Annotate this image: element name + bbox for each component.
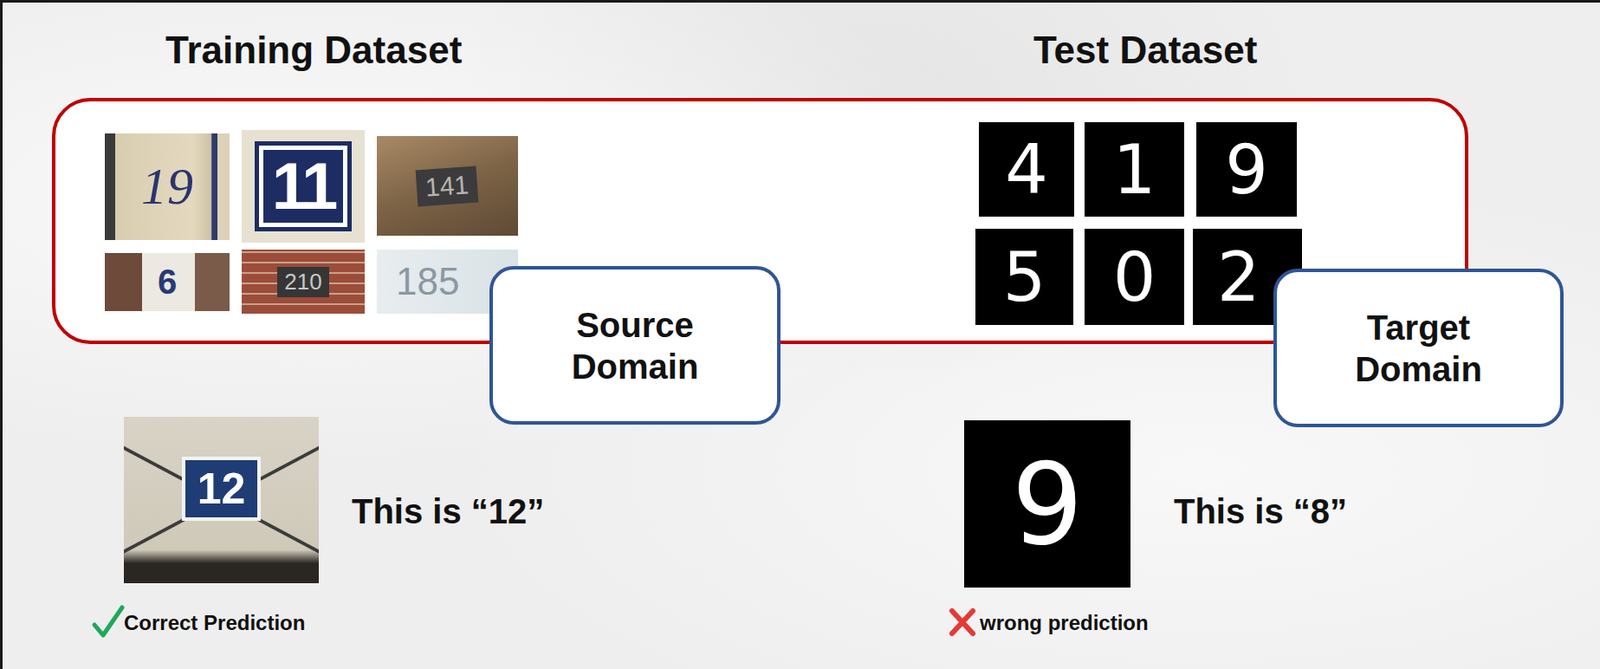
house-number-photo: 12 xyxy=(123,416,319,583)
dataset-heading: Training Dataset xyxy=(165,27,462,74)
handwritten-digit-image: 0 xyxy=(1084,228,1185,325)
house-number-text: 185 xyxy=(395,259,460,304)
house-number-text: 11 xyxy=(259,145,348,227)
handwritten-digit-image: 9 xyxy=(1196,122,1297,217)
digit-text: 1 xyxy=(1113,136,1157,204)
house-number-photo: 6 xyxy=(104,252,230,311)
domain-box: Source Domain xyxy=(489,265,781,425)
digit-text: 4 xyxy=(1004,136,1049,204)
house-number-text: 12 xyxy=(181,456,262,521)
house-number-photo: 11 xyxy=(241,129,365,243)
result-note: wrong prediction xyxy=(979,610,1149,636)
house-number-text: 6 xyxy=(157,262,177,302)
house-number-photo: 141 xyxy=(376,136,519,236)
domain-label: Source Domain xyxy=(539,304,731,388)
digit-text: 9 xyxy=(1224,136,1269,204)
digit-text: 5 xyxy=(1003,243,1047,311)
handwritten-digit-image: 5 xyxy=(975,228,1074,325)
check-mark xyxy=(94,607,123,635)
digit-text: 0 xyxy=(1113,243,1157,311)
handwritten-digit-image: 4 xyxy=(978,122,1075,217)
prediction-text: This is “12” xyxy=(351,490,545,532)
result-note: Correct Prediction xyxy=(123,610,305,636)
house-number-text: 19 xyxy=(141,156,194,217)
house-number-text: 210 xyxy=(277,266,329,298)
handwritten-digit-image: 1 xyxy=(1084,122,1185,217)
prediction-text: This is “8” xyxy=(1173,490,1348,532)
domain-box: Target Domain xyxy=(1273,268,1564,428)
box-text-holder: Target Domain xyxy=(1323,306,1515,390)
house-number-photo: 210 xyxy=(241,249,365,314)
cross-mark xyxy=(952,610,973,634)
handwritten-digit-image: 9 xyxy=(964,420,1131,588)
dataset-heading: Test Dataset xyxy=(1033,27,1257,74)
digit-text: 9 xyxy=(1011,447,1084,561)
digit-text: 2 xyxy=(1217,243,1261,311)
house-number-photo: 19 xyxy=(104,133,230,240)
house-number-text: 141 xyxy=(415,165,480,207)
box-text-holder: Source Domain xyxy=(539,304,731,388)
domain-label: Target Domain xyxy=(1323,306,1515,390)
